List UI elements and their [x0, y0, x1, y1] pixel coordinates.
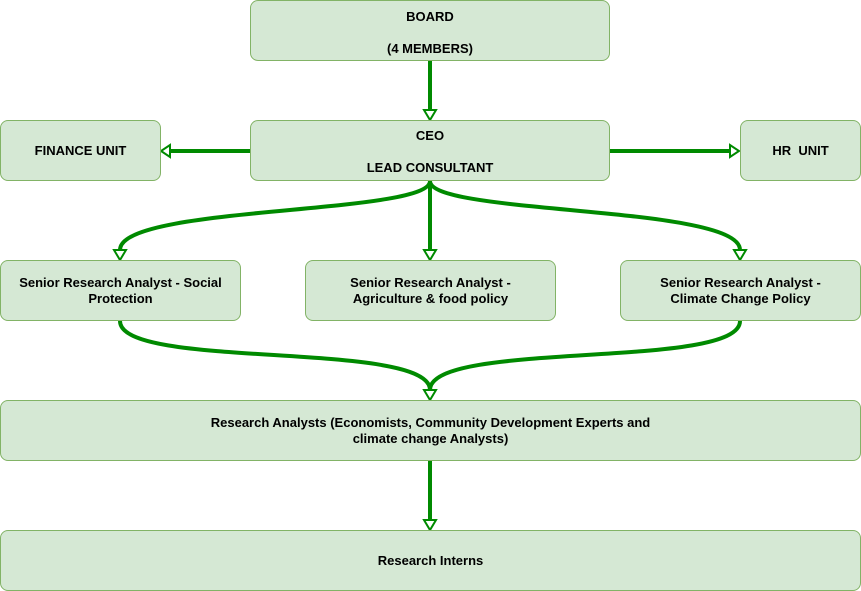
- arrowhead-interns: [422, 519, 438, 532]
- connector-lines: [118, 61, 742, 520]
- edge-ceo-sra-social: [118, 180, 432, 251]
- research-analysts-label: Research Analysts (Economists, Community…: [210, 414, 651, 446]
- research-interns-label: Research Interns: [377, 552, 484, 568]
- finance-unit-node: FINANCE UNIT: [0, 120, 161, 181]
- board-title: BOARD: [406, 9, 454, 24]
- ceo-title: CEO: [415, 128, 445, 143]
- arrowhead-finance: [159, 143, 171, 159]
- sra-social-node: Senior Research Analyst - Social Protect…: [0, 260, 241, 321]
- ceo-subtitle: LEAD CONSULTANT: [366, 160, 494, 175]
- edge-sra-social-analysts: [118, 320, 432, 391]
- sra-climate-node: Senior Research Analyst - Climate Change…: [620, 260, 861, 321]
- edge-ceo-sra-climate: [428, 180, 742, 251]
- sra-agri-label: Senior Research Analyst - Agriculture & …: [350, 274, 511, 306]
- edge-sra-climate-analysts: [428, 320, 742, 391]
- hr-unit-label: HR UNIT: [772, 142, 829, 158]
- arrowhead-hr: [729, 143, 741, 159]
- board-members: (4 MEMBERS): [387, 41, 473, 56]
- arrowhead-ceo: [422, 109, 438, 122]
- sra-agri-node: Senior Research Analyst - Agriculture & …: [305, 260, 556, 321]
- ceo-node: CEO LEAD CONSULTANT: [250, 120, 610, 181]
- board-node: BOARD (4 MEMBERS): [250, 0, 610, 61]
- sra-social-label: Senior Research Analyst - Social Protect…: [19, 274, 222, 306]
- hr-unit-node: HR UNIT: [740, 120, 861, 181]
- sra-climate-label: Senior Research Analyst - Climate Change…: [660, 274, 821, 306]
- arrowhead-analysts: [422, 389, 438, 402]
- arrowheads: [112, 109, 748, 532]
- research-interns-node: Research Interns: [0, 530, 861, 591]
- arrowhead-sra-social: [112, 249, 128, 262]
- arrowhead-sra-climate: [732, 249, 748, 262]
- finance-unit-label: FINANCE UNIT: [34, 142, 127, 158]
- research-analysts-node: Research Analysts (Economists, Community…: [0, 400, 861, 461]
- arrowhead-sra-agri: [422, 249, 438, 262]
